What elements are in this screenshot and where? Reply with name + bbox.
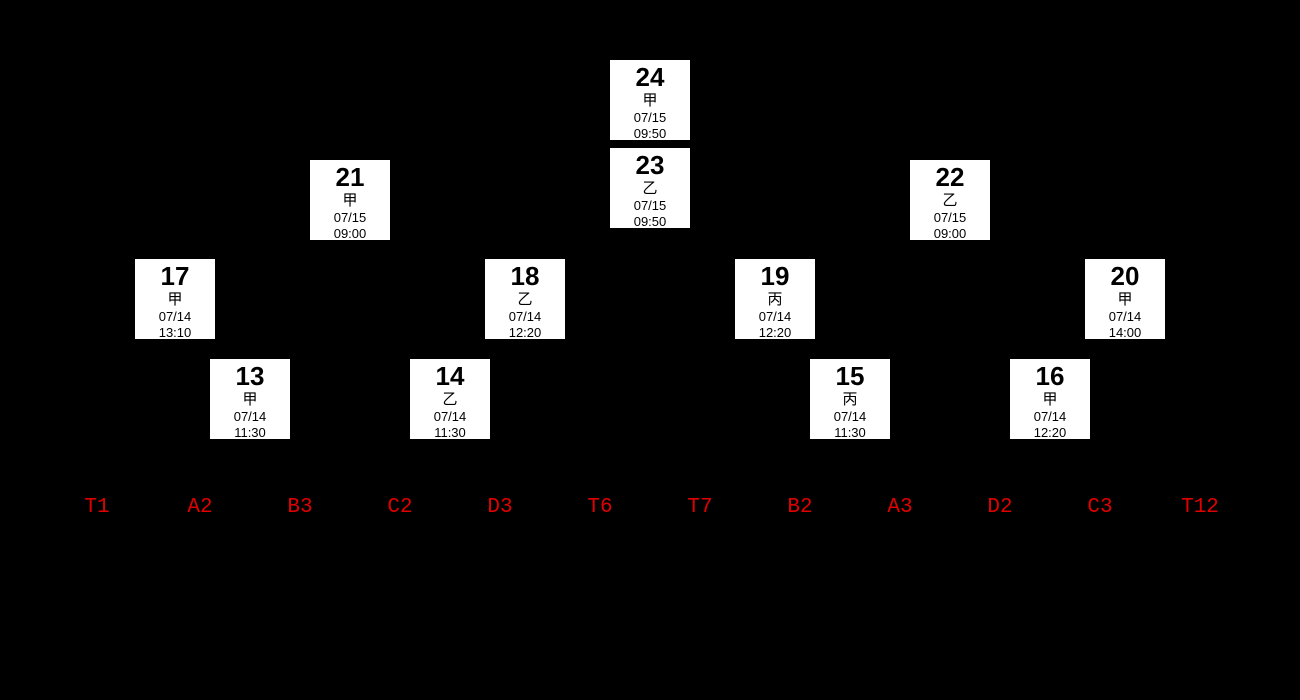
match-group-label: 甲 (1042, 391, 1058, 408)
match-time: 13:10 (158, 325, 192, 340)
match-number: 15 (835, 361, 865, 391)
match-date: 07/15 (633, 110, 667, 125)
match-box: 16 甲 07/14 12:20 (1010, 359, 1090, 440)
match-group-label: 乙 (942, 192, 958, 209)
match-number: 18 (510, 261, 540, 291)
match-date: 07/14 (758, 309, 792, 324)
slot-label: B2 (787, 496, 813, 519)
match-group-label: 乙 (517, 291, 533, 308)
match-time: 12:20 (508, 325, 542, 340)
slot-label: T6 (587, 496, 613, 519)
match-group-label: 甲 (342, 192, 358, 209)
match-time: 09:00 (333, 226, 367, 241)
match-box: 15 丙 07/14 11:30 (810, 359, 890, 440)
match-box: 17 甲 07/14 13:10 (135, 259, 215, 340)
slot-label: T7 (687, 496, 713, 519)
match-box: 24 甲 07/15 09:50 (610, 60, 690, 141)
slot-label: A3 (887, 496, 913, 519)
slot-label: T1 (84, 496, 110, 519)
match-group-label: 甲 (642, 92, 658, 109)
match-box: 14 乙 07/14 11:30 (410, 359, 490, 440)
match-group-label: 乙 (642, 180, 658, 197)
match-group-label: 丙 (842, 391, 858, 408)
match-date: 07/14 (833, 409, 867, 424)
match-box: 18 乙 07/14 12:20 (485, 259, 565, 340)
match-time: 14:00 (1108, 325, 1142, 340)
match-group-label: 甲 (167, 291, 183, 308)
slot-label: C3 (1087, 496, 1113, 519)
match-number: 24 (635, 62, 665, 92)
slot-label: B3 (287, 496, 313, 519)
slot-label: A2 (187, 496, 213, 519)
match-box: 19 丙 07/14 12:20 (735, 259, 815, 340)
match-group-label: 乙 (442, 391, 458, 408)
match-date: 07/15 (633, 198, 667, 213)
match-time: 12:20 (1033, 425, 1067, 440)
slot-label: T12 (1181, 496, 1219, 519)
match-number: 20 (1110, 261, 1140, 291)
match-box: 20 甲 07/14 14:00 (1085, 259, 1165, 340)
match-number: 23 (635, 150, 665, 180)
match-box: 22 乙 07/15 09:00 (910, 160, 990, 241)
match-date: 07/15 (933, 210, 967, 225)
match-time: 11:30 (834, 425, 866, 440)
match-date: 07/14 (233, 409, 267, 424)
match-group-label: 甲 (242, 391, 258, 408)
match-box: 21 甲 07/15 09:00 (310, 160, 390, 241)
match-group-label: 甲 (1117, 291, 1133, 308)
match-number: 22 (935, 162, 965, 192)
match-number: 13 (235, 361, 265, 391)
match-number: 16 (1035, 361, 1065, 391)
slot-label: D3 (487, 496, 513, 519)
match-time: 09:50 (633, 214, 667, 229)
match-box: 13 甲 07/14 11:30 (210, 359, 290, 440)
match-date: 07/14 (508, 309, 542, 324)
match-date: 07/14 (433, 409, 467, 424)
match-date: 07/14 (1033, 409, 1067, 424)
match-number: 14 (435, 361, 465, 391)
match-time: 12:20 (758, 325, 792, 340)
match-group-label: 丙 (767, 291, 783, 308)
slot-label: D2 (987, 496, 1013, 519)
match-number: 17 (160, 261, 190, 291)
match-time: 11:30 (434, 425, 466, 440)
match-time: 09:00 (933, 226, 967, 241)
match-time: 09:50 (633, 126, 667, 141)
match-box: 23 乙 07/15 09:50 (610, 148, 690, 229)
slot-label: C2 (387, 496, 413, 519)
match-number: 19 (760, 261, 790, 291)
match-date: 07/14 (158, 309, 192, 324)
match-time: 11:30 (234, 425, 266, 440)
match-date: 07/14 (1108, 309, 1142, 324)
match-number: 21 (335, 162, 365, 192)
match-date: 07/15 (333, 210, 367, 225)
